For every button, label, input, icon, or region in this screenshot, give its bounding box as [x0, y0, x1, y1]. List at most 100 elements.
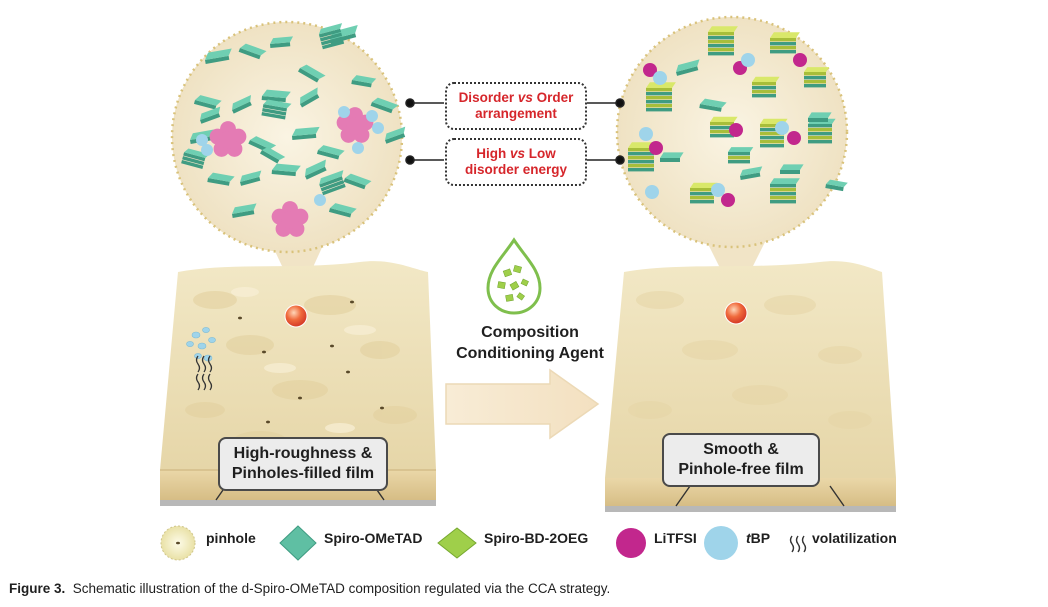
legend-icons [160, 525, 807, 561]
molecule-stack [770, 32, 800, 54]
right-film-line2: Pinhole-free film [678, 461, 804, 478]
right-film-line1: Smooth & [703, 441, 779, 458]
molecule-stack [690, 182, 718, 204]
process-arrow [445, 368, 600, 440]
molecule-slab [316, 145, 345, 160]
molecule-slab [232, 94, 252, 114]
molecule-slab [740, 166, 763, 180]
molecule-bead [645, 185, 659, 199]
pink-cluster [271, 201, 309, 237]
molecule-slab [305, 159, 327, 180]
molecule-slab [270, 36, 294, 48]
litfsi-icon [616, 528, 646, 558]
molecule-slab [298, 64, 326, 83]
molecule-slab [261, 89, 291, 103]
molecule-stack [804, 67, 830, 88]
molecule-bead [196, 134, 208, 146]
molecule-slab [385, 126, 406, 144]
molecule-bead [366, 110, 378, 122]
volatilization-icon [789, 535, 807, 553]
right-focus-spot [724, 301, 748, 325]
molecule-bead [372, 122, 384, 134]
cca-label: Composition Conditioning Agent [430, 322, 630, 364]
callout-connectors [405, 98, 625, 165]
molecule-bead [741, 53, 755, 67]
molecule-slab [292, 126, 320, 140]
molecule-slab [699, 98, 727, 112]
callout-word-order: Order [536, 90, 574, 105]
cca-droplet-icon [486, 237, 542, 315]
callout-disorder-order: Disorder vs Order arrangement [445, 82, 587, 130]
molecule-slab [351, 75, 377, 88]
molecule-slab [370, 97, 399, 114]
molecule-stack [728, 147, 754, 164]
callout-vs-2: vs [509, 146, 526, 161]
molecule-bead [649, 141, 663, 155]
molecule-stack [708, 26, 738, 56]
molecule-stack [752, 76, 780, 98]
molecule-slab [343, 173, 372, 190]
left-magnified-circle [170, 20, 406, 254]
legend-volatilization-label: volatilization [812, 530, 897, 546]
callout-word-low: Low [528, 146, 556, 161]
molecule-stack [770, 178, 800, 204]
molecule-bead [314, 194, 326, 206]
molecule-bead [338, 106, 350, 118]
molecule-bead [639, 127, 653, 141]
molecule-bead [793, 53, 807, 67]
left-focus-spot [284, 304, 308, 328]
molecule-slab [271, 163, 301, 177]
right-film-label: Smooth & Pinhole-free film [662, 433, 820, 487]
molecule-slab [780, 164, 804, 174]
callout-word-disorder: Disorder [458, 90, 515, 105]
right-magnified-circle [615, 15, 849, 249]
molecule-stack [319, 170, 346, 196]
callout-high-low: High vs Low disorder energy [445, 138, 587, 186]
molecule-bead [775, 121, 789, 135]
cca-line1: Composition [481, 324, 579, 341]
legend-tbp-label: tBP [746, 530, 770, 546]
molecule-bead [787, 131, 801, 145]
molecule-bead [711, 183, 725, 197]
spiro-ometad-icon [279, 525, 317, 561]
legend-litfsi-label: LiTFSI [654, 530, 697, 546]
legend-tbp-t: t [746, 530, 751, 546]
figure-caption: Figure 3. Schematic illustration of the … [9, 581, 610, 596]
molecule-slab [193, 95, 222, 110]
molecule-stack [646, 82, 676, 112]
callout-disorder-energy: disorder energy [464, 162, 568, 177]
molecule-slab [207, 172, 235, 186]
molecule-slab [260, 146, 286, 164]
molecule-stack [181, 148, 210, 169]
left-film-label: High-roughness & Pinholes-filled film [218, 437, 388, 491]
callout-vs: vs [517, 90, 533, 105]
molecule-bead [643, 63, 657, 77]
molecule-slab [676, 59, 700, 76]
caption-label: Figure 3. [9, 581, 66, 596]
molecule-bead [201, 144, 213, 156]
molecule-slab [238, 43, 267, 60]
cca-line2: Conditioning Agent [456, 345, 604, 362]
legend-spiro-bd-2oeg-label: Spiro-BD-2OEG [484, 530, 589, 546]
molecule-slab [205, 48, 232, 64]
legend-pinhole-label: pinhole [206, 530, 256, 546]
molecule-bead [352, 142, 364, 154]
molecule-slab [808, 112, 832, 122]
molecule-stack [710, 116, 738, 138]
molecule-slab [660, 152, 684, 162]
molecule-bead [653, 71, 667, 85]
molecule-stack [261, 99, 292, 120]
callout-word-high: High [476, 146, 507, 161]
left-film [160, 230, 436, 506]
molecule-slab [200, 106, 221, 124]
molecule-slab [825, 179, 848, 192]
pink-cluster [209, 121, 247, 157]
legend-tbp-bp: BP [750, 530, 771, 546]
molecule-stack [318, 23, 345, 50]
molecule-bead [729, 123, 743, 137]
molecule-slab [240, 170, 262, 186]
molecule-slab [300, 87, 320, 108]
legend-spiro-ometad-label: Spiro-OMeTAD [324, 530, 423, 546]
molecule-bead [721, 193, 735, 207]
